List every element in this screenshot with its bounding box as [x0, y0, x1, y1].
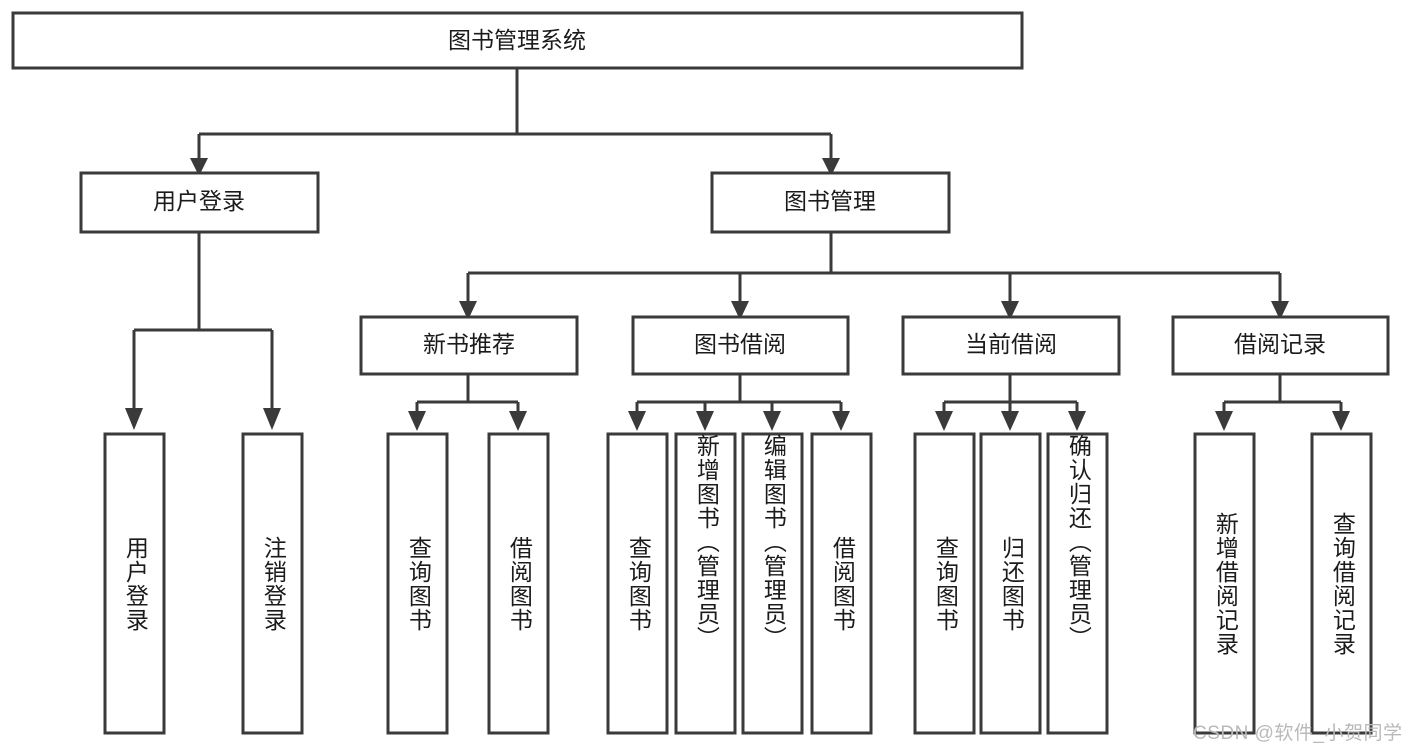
- arrow-head-borrow-record-leaf-1: [1215, 411, 1233, 431]
- node-book-borrow[interactable]: [631, 315, 850, 376]
- node-current-borrow-label: 当前借阅: [965, 331, 1057, 357]
- leaf-box-edit-book-admin[interactable]: [741, 432, 804, 735]
- node-new-book-recommend[interactable]: [359, 315, 579, 376]
- arrow-head-book-borrow-leaf-4: [832, 411, 850, 431]
- leaf-box-confirm-return-admin[interactable]: [1046, 432, 1109, 735]
- leaf-box-query-book-borrow[interactable]: [606, 432, 669, 735]
- arrow-head-current-borrow-leaf-2: [1001, 411, 1019, 431]
- leaf-box-return-book[interactable]: [979, 432, 1042, 735]
- arrow-head-new-book: [459, 301, 477, 320]
- arrow-head-new-book-leaf-1: [408, 411, 426, 431]
- node-book-borrow-label: 图书借阅: [694, 331, 786, 357]
- leaf-box-borrow-book[interactable]: [810, 432, 873, 735]
- node-root-label: 图书管理系统: [448, 27, 586, 53]
- arrow-head-book-borrow-leaf-2: [696, 411, 714, 431]
- node-borrow-record-label: 借阅记录: [1234, 331, 1326, 357]
- arrow-head-book-borrow: [731, 301, 749, 320]
- watermark-text: CSDN @软件_小贺同学: [1193, 723, 1403, 744]
- leaf-box-add-borrow-record[interactable]: [1193, 432, 1256, 735]
- leaf-box-query-book-current[interactable]: [913, 432, 976, 735]
- arrow-head-book-manage: [822, 158, 840, 176]
- arrow-head-borrow-record: [1271, 301, 1289, 320]
- node-user-login-label: 用户登录: [153, 188, 245, 214]
- node-book-manage-label: 图书管理: [784, 188, 876, 214]
- node-book-manage[interactable]: [710, 171, 951, 234]
- node-new-book-recommend-label: 新书推荐: [423, 331, 515, 357]
- leaf-box-query-book-recommend[interactable]: [386, 432, 449, 735]
- arrow-head-borrow-record-leaf-2: [1332, 411, 1350, 431]
- arrow-head-user-login: [190, 158, 208, 176]
- leaf-box-query-borrow-record[interactable]: [1310, 432, 1373, 735]
- node-borrow-record[interactable]: [1171, 315, 1390, 376]
- arrow-head-leaf-logout: [263, 408, 281, 430]
- leaf-box-logout[interactable]: [241, 432, 304, 735]
- arrow-head-current-borrow-leaf-3: [1068, 411, 1086, 431]
- node-user-login[interactable]: [79, 171, 320, 234]
- arrow-head-leaf-user-login: [125, 408, 143, 430]
- node-current-borrow[interactable]: [901, 315, 1121, 376]
- leaf-box-add-book-admin[interactable]: [674, 432, 737, 735]
- node-root[interactable]: [11, 11, 1024, 70]
- arrow-head-new-book-leaf-2: [509, 411, 527, 431]
- arrow-head-current-borrow-leaf-1: [935, 411, 953, 431]
- leaf-box-borrow-book-recommend[interactable]: [487, 432, 550, 735]
- arrow-head-current-borrow: [1001, 301, 1019, 320]
- leaf-box-user-login[interactable]: [103, 432, 166, 735]
- arrow-head-book-borrow-leaf-3: [763, 411, 781, 431]
- arrow-head-book-borrow-leaf-1: [628, 411, 646, 431]
